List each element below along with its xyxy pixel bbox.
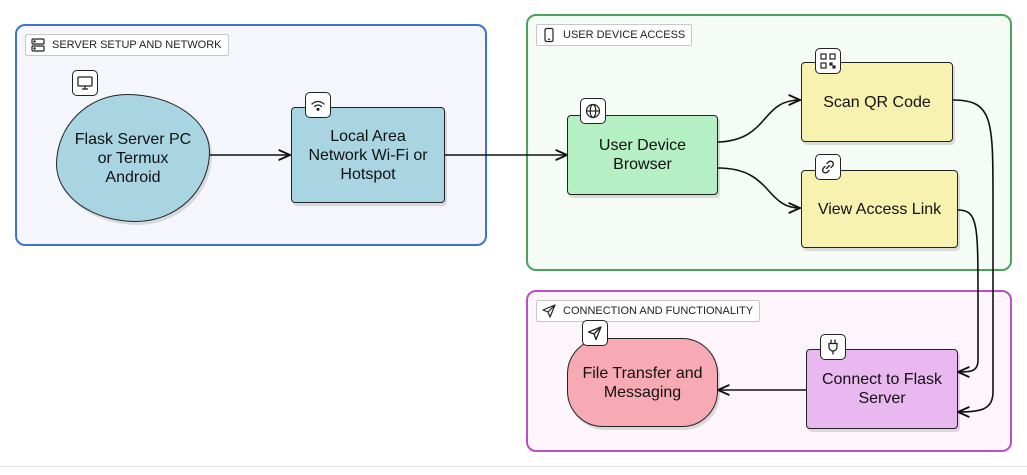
node-file-transfer-messaging: File Transfer and Messaging <box>567 338 718 427</box>
plug-icon <box>820 334 846 360</box>
node-label: File Transfer and Messaging <box>582 364 703 401</box>
group-title: SERVER SETUP AND NETWORK <box>52 39 222 51</box>
edge-browser-to-link <box>717 167 800 208</box>
edge-qr-to-connect <box>952 99 994 412</box>
node-label: View Access Link <box>817 200 942 218</box>
group-label-connection: CONNECTION AND FUNCTIONALITY <box>536 300 761 322</box>
mobile-device-icon <box>544 27 554 43</box>
node-connect-to-flask-server: Connect to Flask Server <box>806 349 958 429</box>
send-icon <box>542 304 556 318</box>
link-icon <box>815 154 841 180</box>
node-label: Flask Server PC or Termux Android <box>74 130 192 186</box>
edge-link-to-connect <box>958 209 979 372</box>
node-scan-qr-code: Scan QR Code <box>801 62 953 142</box>
node-label: User Device Browser <box>598 137 687 173</box>
send-icon <box>582 320 608 346</box>
node-label: Scan QR Code <box>823 93 931 111</box>
bottom-divider <box>0 466 1027 467</box>
qr-code-icon <box>815 48 841 74</box>
node-view-access-link: View Access Link <box>801 170 958 248</box>
node-user-device-browser: User Device Browser <box>567 115 718 195</box>
node-local-area-network: Local Area Network Wi-Fi or Hotspot <box>291 107 445 203</box>
group-title: USER DEVICE ACCESS <box>563 29 686 41</box>
group-label-server-setup: SERVER SETUP AND NETWORK <box>25 34 229 56</box>
globe-icon <box>580 98 606 124</box>
server-icon <box>31 38 45 52</box>
group-title: CONNECTION AND FUNCTIONALITY <box>563 305 754 317</box>
wifi-icon <box>305 92 331 118</box>
node-label: Connect to Flask Server <box>821 371 943 407</box>
monitor-icon <box>72 70 98 96</box>
group-label-user-device: USER DEVICE ACCESS <box>536 24 693 46</box>
node-label: Local Area Network Wi-Fi or Hotspot <box>308 127 428 183</box>
node-flask-server-pc: Flask Server PC or Termux Android <box>56 94 210 222</box>
edge-browser-to-qr <box>717 100 800 143</box>
